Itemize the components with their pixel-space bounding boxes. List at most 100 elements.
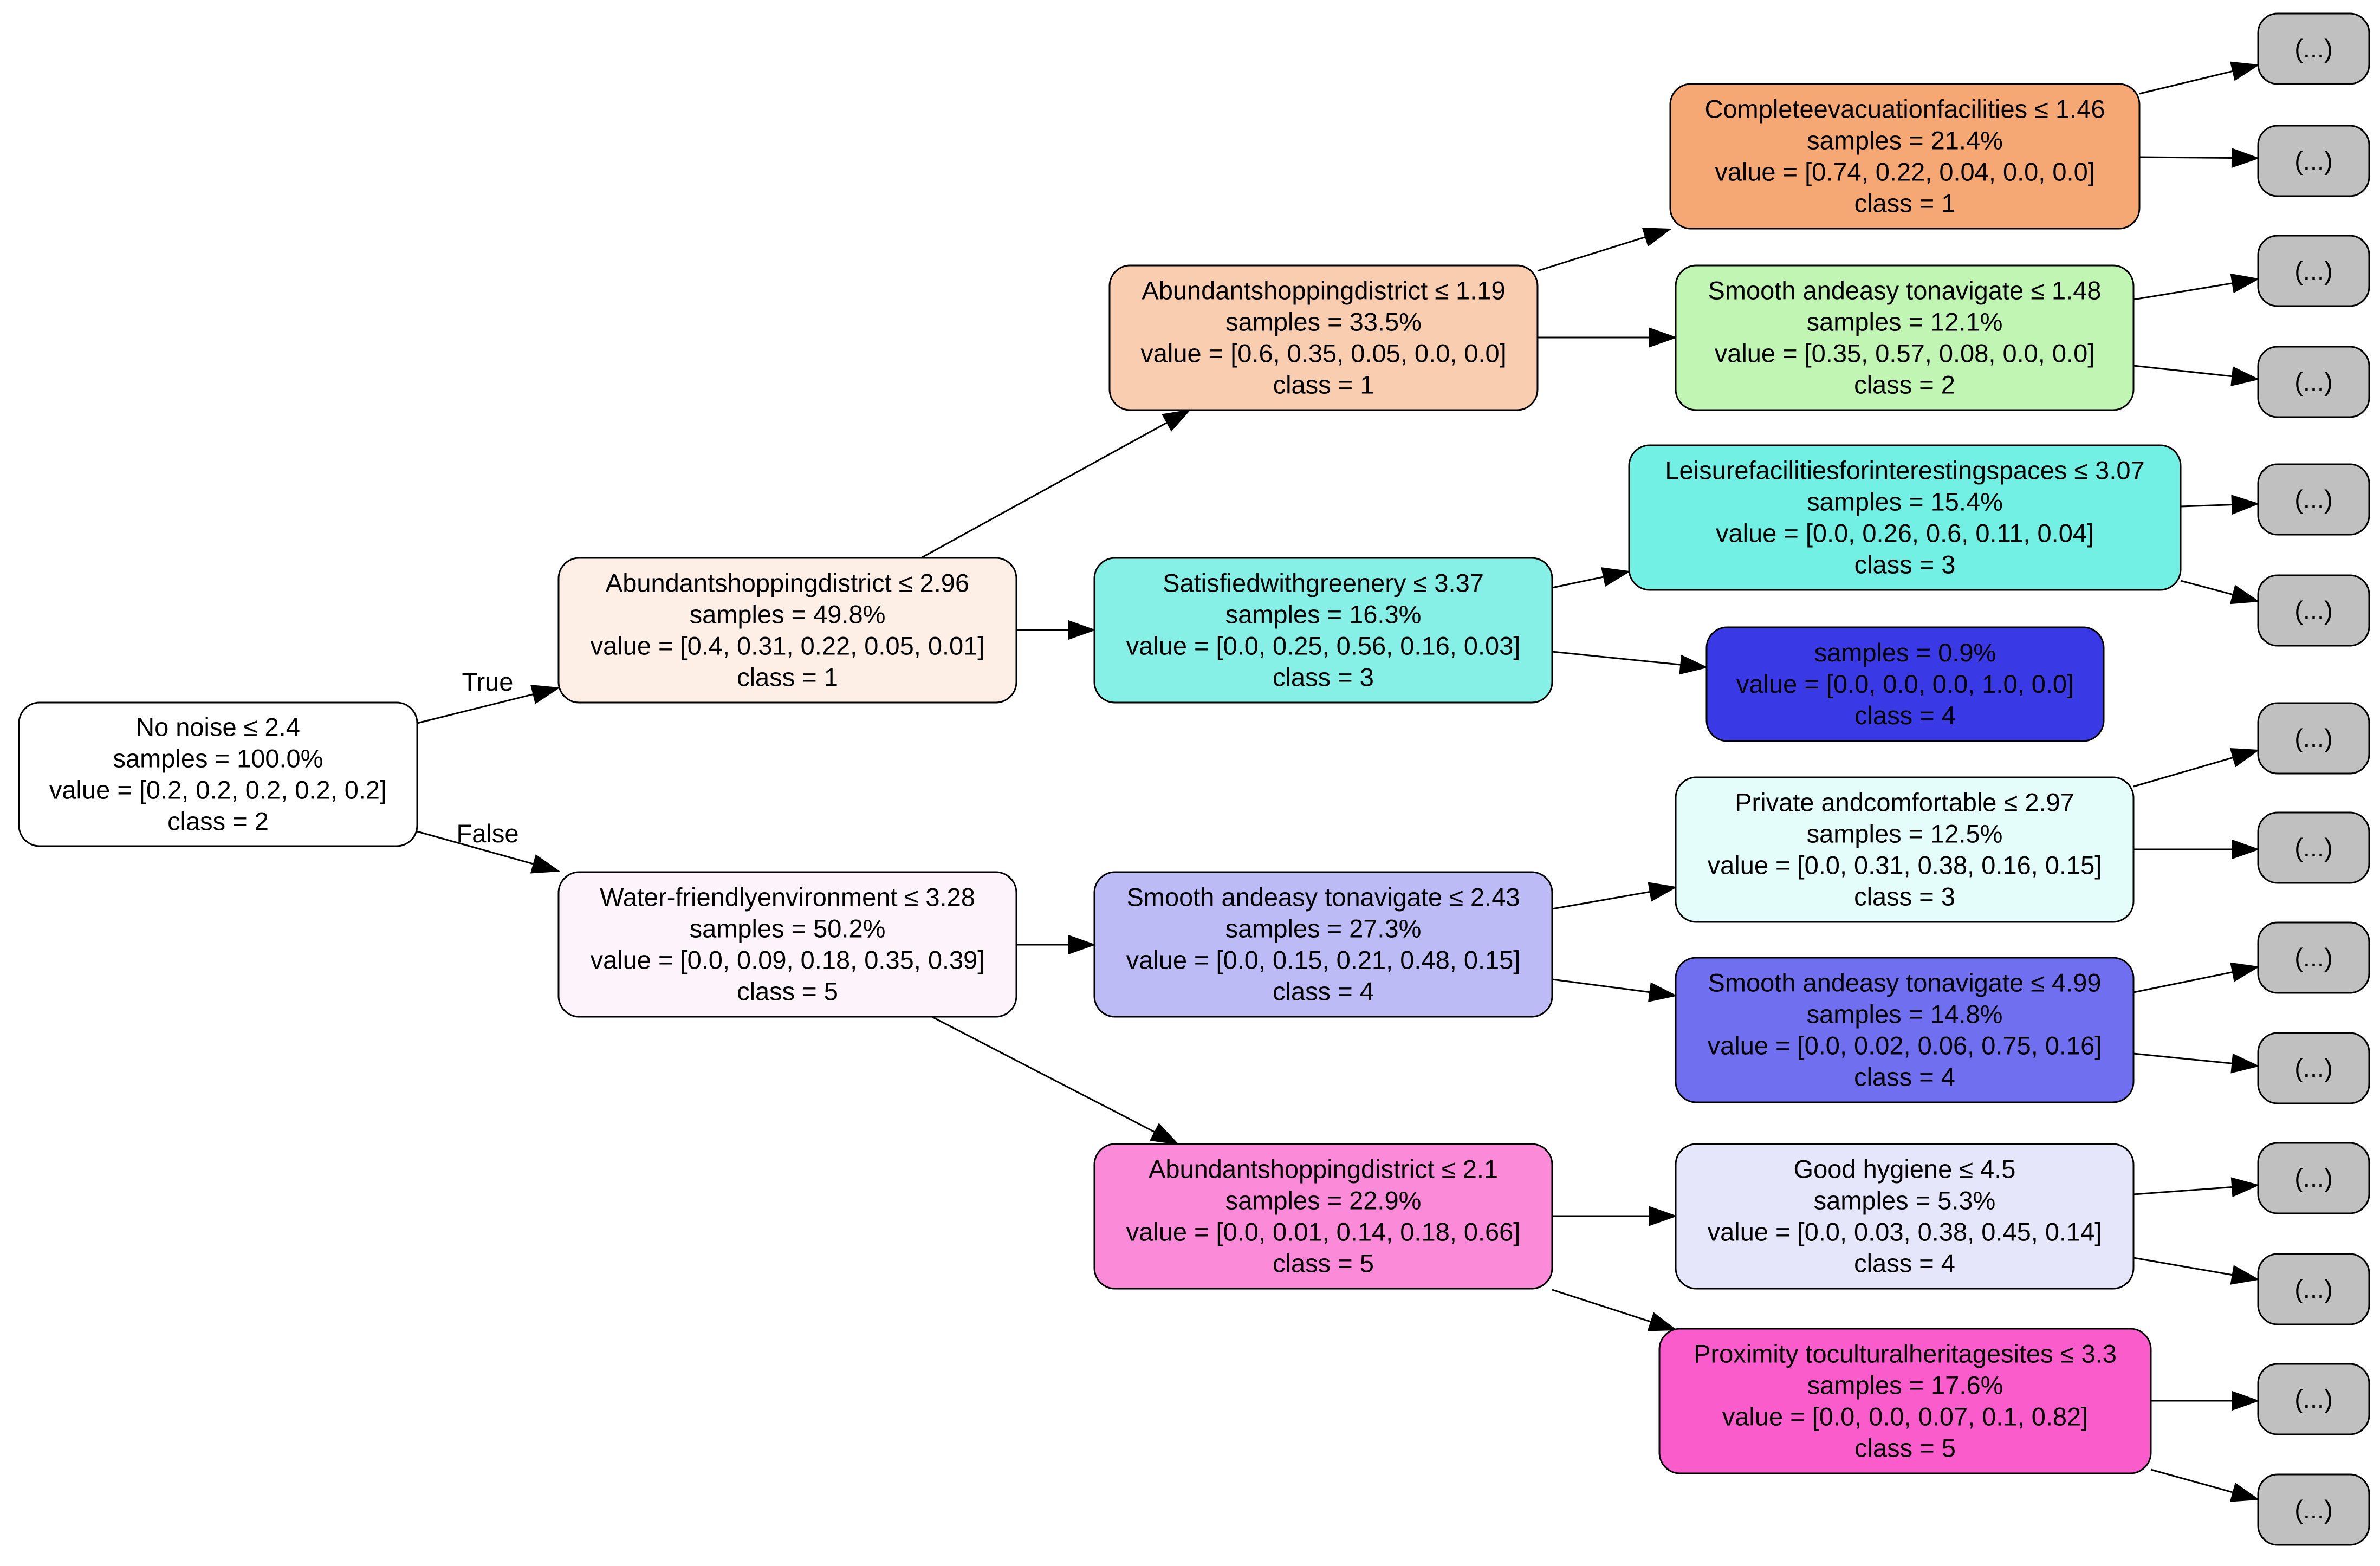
tree-leaf-box — [2257, 921, 2370, 994]
tree-node-line: class = 3 — [1854, 550, 1956, 579]
tree-node-n11: Private andcomfortable ≤ 2.97 samples = 1… — [1675, 776, 2135, 923]
tree-leaf-truncated: (...) — [2257, 1142, 2370, 1214]
tree-node-line: value = [0.0, 0.01, 0.14, 0.18, 0.66] — [1126, 1218, 1521, 1246]
tree-node-line: samples = 12.5% — [1807, 820, 2003, 848]
tree-node-line: Abundantshoppingdistrict ≤ 2.1 — [1149, 1155, 1498, 1184]
tree-edge — [2180, 580, 2233, 596]
tree-edge — [931, 1016, 1156, 1133]
arrow-head-icon — [1649, 1206, 1677, 1226]
tree-node-line: value = [0.0, 0.02, 0.06, 0.75, 0.16] — [1708, 1031, 2102, 1060]
tree-leaf-box — [2257, 346, 2370, 418]
tree-node-line: Smooth andeasy tonavigate ≤ 4.99 — [1708, 969, 2101, 997]
edge-label-true: True — [462, 667, 514, 696]
arrow-head-icon — [1648, 882, 1677, 902]
tree-node-box — [557, 557, 1017, 704]
tree-leaf-box — [2257, 1032, 2370, 1104]
tree-leaf-label: (...) — [2294, 1385, 2332, 1413]
tree-node-line: samples = 50.2% — [690, 914, 886, 943]
arrow-head-icon — [2231, 148, 2260, 168]
tree-leaf-label: (...) — [2294, 833, 2332, 862]
tree-node-line: Private andcomfortable ≤ 2.97 — [1735, 788, 2074, 817]
edge-label-false: False — [457, 819, 519, 848]
tree-edge-labels: True False — [457, 667, 519, 848]
tree-node-n2: Water-friendlyenvironment ≤ 3.28samples … — [557, 871, 1017, 1018]
tree-edge — [2133, 282, 2233, 301]
tree-leaves: (...) (...) (...) (...) (...) (...) (...) (...)… — [2257, 12, 2370, 1546]
tree-node-line: Smooth andeasy tonavigate ≤ 2.43 — [1126, 883, 1520, 912]
tree-node-line: samples = 5.3% — [1814, 1186, 1996, 1215]
tree-node-line: samples = 15.4% — [1807, 488, 2003, 516]
tree-node-box — [1675, 957, 2135, 1103]
tree-node-box — [1628, 444, 2182, 591]
tree-node-line: class = 4 — [1854, 701, 1956, 730]
tree-edges — [417, 61, 2260, 1502]
arrow-head-icon — [1162, 409, 1191, 432]
tree-node-line: class = 4 — [1854, 1249, 1955, 1278]
tree-node-line: samples = 27.3% — [1225, 914, 1422, 943]
tree-leaf-truncated: (...) — [2257, 125, 2370, 197]
tree-node-box — [1675, 776, 2135, 923]
tree-node-line: Water-friendlyenvironment ≤ 3.28 — [600, 883, 975, 912]
tree-edge — [1552, 1289, 1651, 1323]
tree-node-line: value = [0.0, 0.09, 0.18, 0.35, 0.39] — [591, 946, 985, 974]
tree-node-line: samples = 21.4% — [1807, 126, 2003, 155]
tree-node-line: samples = 16.3% — [1225, 600, 1422, 629]
tree-node-line: Completeevacuationfacilities ≤ 1.46 — [1704, 95, 2105, 124]
tree-edge — [2139, 156, 2233, 159]
tree-leaf-label: (...) — [2294, 146, 2332, 175]
tree-leaf-truncated: (...) — [2257, 1473, 2370, 1546]
tree-node-line: value = [0.0, 0.26, 0.6, 0.11, 0.04] — [1716, 519, 2094, 548]
tree-node-line: class = 1 — [1273, 371, 1374, 399]
tree-edge — [2180, 504, 2233, 508]
tree-leaf-box — [2257, 811, 2370, 884]
tree-leaf-label: (...) — [2294, 256, 2332, 285]
arrow-head-icon — [2230, 273, 2260, 294]
tree-node-box — [1669, 83, 2141, 230]
arrow-head-icon — [2229, 748, 2260, 768]
tree-leaf-box — [2257, 1363, 2370, 1435]
tree-node-line: class = 5 — [737, 977, 838, 1006]
tree-leaf-label: (...) — [2294, 1054, 2332, 1082]
tree-node-line: class = 3 — [1273, 663, 1374, 692]
tree-leaf-box — [2257, 1473, 2370, 1546]
tree-node-n10: samples = 0.9%value = [0.0, 0.0, 0.0, 1.… — [1705, 626, 2105, 742]
arrow-head-icon — [530, 854, 560, 874]
tree-leaf-box — [2257, 235, 2370, 307]
arrow-head-icon — [2230, 1053, 2260, 1074]
tree-node-n7: Completeevacuationfacilities ≤ 1.46sampl… — [1669, 83, 2141, 230]
tree-leaf-truncated: (...) — [2257, 1253, 2370, 1325]
tree-leaf-label: (...) — [2294, 596, 2332, 625]
tree-edge — [920, 421, 1168, 559]
tree-node-line: value = [0.0, 0.25, 0.56, 0.16, 0.03] — [1126, 632, 1521, 660]
arrow-head-icon — [2230, 1177, 2260, 1197]
tree-node-box — [1675, 264, 2135, 411]
arrow-head-icon — [1068, 934, 1096, 955]
tree-node-line: samples = 22.9% — [1225, 1186, 1422, 1215]
tree-node-line: samples = 14.8% — [1807, 1000, 2003, 1029]
tree-leaf-truncated: (...) — [2257, 1032, 2370, 1104]
arrow-head-icon — [1601, 567, 1631, 587]
arrow-head-icon — [1647, 1312, 1677, 1331]
tree-edge — [2133, 1052, 2233, 1064]
arrow-head-icon — [1068, 620, 1096, 640]
tree-node-line: value = [0.74, 0.22, 0.04, 0.0, 0.0] — [1715, 158, 2095, 186]
tree-leaf-label: (...) — [2294, 1495, 2332, 1524]
tree-node-line: class = 2 — [1854, 371, 1955, 399]
tree-node-line: No noise ≤ 2.4 — [136, 713, 300, 742]
arrow-head-icon — [2230, 366, 2260, 387]
tree-leaf-truncated: (...) — [2257, 921, 2370, 994]
tree-node-box — [1658, 1328, 2152, 1474]
arrow-head-icon — [2229, 584, 2260, 605]
tree-node-line: Abundantshoppingdistrict ≤ 2.96 — [606, 569, 969, 597]
tree-node-box — [1675, 1143, 2135, 1290]
tree-node-n5: Smooth andeasy tonavigate ≤ 2.43samples … — [1093, 871, 1553, 1018]
tree-leaf-label: (...) — [2294, 1275, 2332, 1303]
arrow-head-icon — [1648, 982, 1677, 1002]
tree-node-line: Smooth andeasy tonavigate ≤ 1.48 — [1708, 276, 2101, 305]
tree-leaf-box — [2257, 12, 2370, 85]
